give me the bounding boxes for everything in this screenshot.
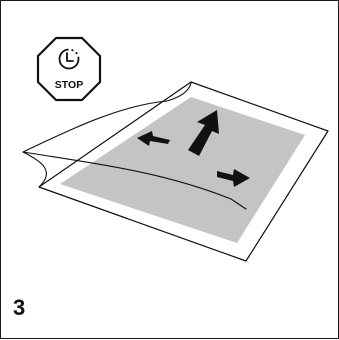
step-number: 3 — [13, 297, 25, 319]
laminate-film-edge — [23, 152, 46, 187]
stop-sign-icon: STOP — [38, 38, 100, 100]
stop-label: STOP — [55, 79, 83, 91]
